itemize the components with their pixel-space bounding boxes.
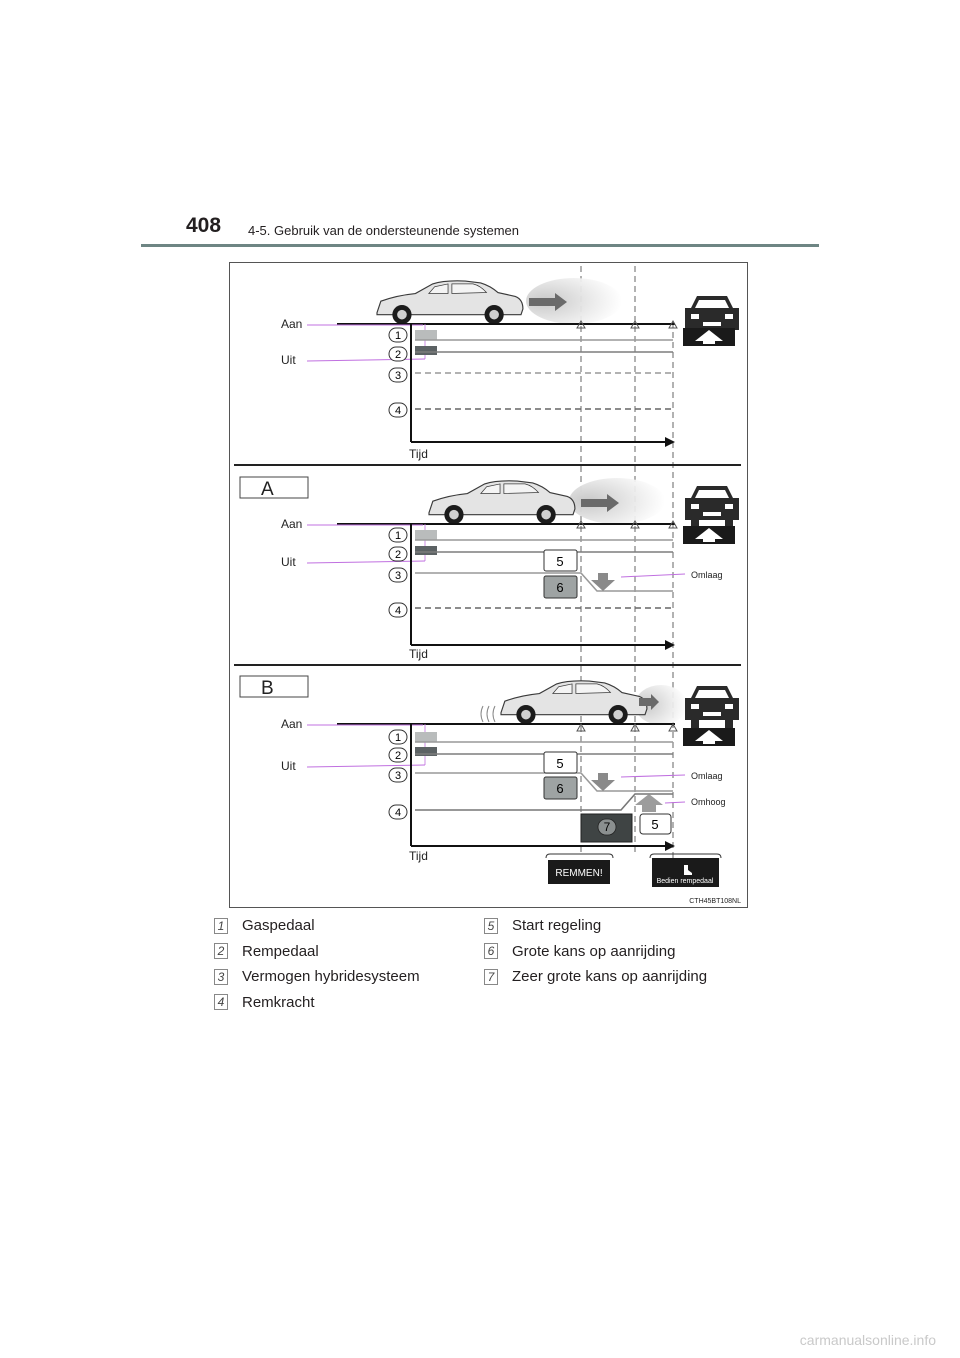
- svg-text:6: 6: [556, 781, 563, 796]
- rear-lines-icon: [480, 705, 496, 723]
- svg-text:1: 1: [395, 330, 401, 342]
- svg-text:2: 2: [395, 750, 401, 762]
- up-arrow-icon: [635, 794, 663, 812]
- legend-number: 5: [484, 917, 498, 934]
- panel-a-label: A: [261, 479, 274, 500]
- legend-item: 7 Zeer grote kans op aanrijding: [484, 964, 707, 990]
- legend-label: Grote kans op aanrijding: [512, 942, 676, 960]
- figure-collision-timeline: Aan Uit Tijd 1 2 3 4 A Aan Uit: [229, 262, 748, 908]
- forward-arrow-icon: [683, 328, 735, 346]
- svg-text:1: 1: [395, 732, 401, 744]
- legend-item: 4 Remkracht: [214, 990, 420, 1016]
- down-label: Omlaag: [691, 570, 723, 580]
- legend-number: 6: [484, 943, 498, 960]
- legend-label: Remkracht: [242, 993, 315, 1011]
- down-arrow-icon: [591, 573, 615, 591]
- svg-text:3: 3: [395, 770, 401, 782]
- figure-code: CTH45BT108NL: [689, 898, 741, 905]
- brake-pedal-icon: [684, 865, 692, 875]
- legend-left: 1 Gaspedaal 2 Rempedaal 3 Vermogen hybrides…: [214, 913, 420, 1015]
- svg-text:5: 5: [556, 756, 563, 771]
- up-label: Omhoog: [691, 797, 726, 807]
- brake-warning-display: [548, 860, 610, 884]
- down-arrow-icon: [591, 773, 615, 791]
- right-arrow-icon: [581, 494, 619, 512]
- legend-number: 7: [484, 968, 498, 985]
- svg-text:4: 4: [395, 807, 401, 819]
- legend-number: 1: [214, 917, 228, 934]
- svg-text:3: 3: [395, 570, 401, 582]
- watermark: carmanualsonline.info: [799, 1332, 936, 1348]
- time-label: Tijd: [409, 647, 428, 661]
- legend-item: 5 Start regeling: [484, 913, 707, 939]
- svg-text:3: 3: [395, 370, 401, 382]
- legend-label: Rempedaal: [242, 942, 319, 960]
- svg-text:4: 4: [395, 405, 401, 417]
- legend-number: 4: [214, 994, 228, 1011]
- svg-text:5: 5: [651, 817, 658, 832]
- pedal-warning-text: Bedien rempedaal: [657, 878, 714, 885]
- time-label: Tijd: [409, 849, 428, 863]
- panel-normal: Aan Uit Tijd 1 2 3 4: [281, 278, 739, 461]
- forward-arrow-icon: [683, 728, 735, 746]
- legend-item: 3 Vermogen hybridesysteem: [214, 964, 420, 990]
- on-label: Aan: [281, 517, 302, 531]
- on-label: Aan: [281, 717, 302, 731]
- legend-label: Gaspedaal: [242, 917, 315, 935]
- right-arrow-icon: [639, 694, 659, 710]
- time-label: Tijd: [409, 447, 428, 461]
- legend-label: Start regeling: [512, 917, 602, 935]
- legend-number: 2: [214, 943, 228, 960]
- svg-text:2: 2: [395, 349, 401, 361]
- forward-arrow-icon: [683, 526, 735, 544]
- on-label: Aan: [281, 317, 302, 331]
- off-label: Uit: [281, 353, 296, 367]
- page-number: 408: [186, 214, 222, 237]
- figure-frame: [229, 262, 748, 908]
- time-markers: [580, 266, 674, 858]
- legend-number: 3: [214, 968, 228, 985]
- off-label: Uit: [281, 759, 296, 773]
- header-rule: [141, 244, 819, 247]
- brake-warning-text: REMMEN!: [555, 868, 602, 879]
- svg-text:7: 7: [604, 820, 611, 834]
- off-label: Uit: [281, 555, 296, 569]
- legend-item: 6 Grote kans op aanrijding: [484, 939, 707, 965]
- legend-item: 2 Rempedaal: [214, 939, 420, 965]
- down-label: Omlaag: [691, 771, 723, 781]
- svg-text:4: 4: [395, 605, 401, 617]
- legend-item: 1 Gaspedaal: [214, 913, 420, 939]
- svg-text:2: 2: [395, 549, 401, 561]
- legend-right: 5 Start regeling 6 Grote kans op aanrijdin…: [484, 913, 707, 990]
- chapter-title: 4-5. Gebruik van de ondersteunende syste…: [248, 223, 520, 238]
- panel-b-label: B: [261, 678, 274, 699]
- svg-text:5: 5: [556, 554, 563, 569]
- panel-b: B Aan Uit Tijd 5 6 7: [239, 675, 739, 863]
- legend-label: Vermogen hybridesysteem: [242, 968, 420, 986]
- svg-text:1: 1: [395, 530, 401, 542]
- panel-a: A Aan Uit Tijd 5 6 Omlaag 1 2 3 4: [239, 476, 739, 661]
- legend-label: Zeer grote kans op aanrijding: [512, 968, 708, 986]
- svg-text:6: 6: [556, 580, 563, 595]
- right-arrow-icon: [529, 293, 567, 311]
